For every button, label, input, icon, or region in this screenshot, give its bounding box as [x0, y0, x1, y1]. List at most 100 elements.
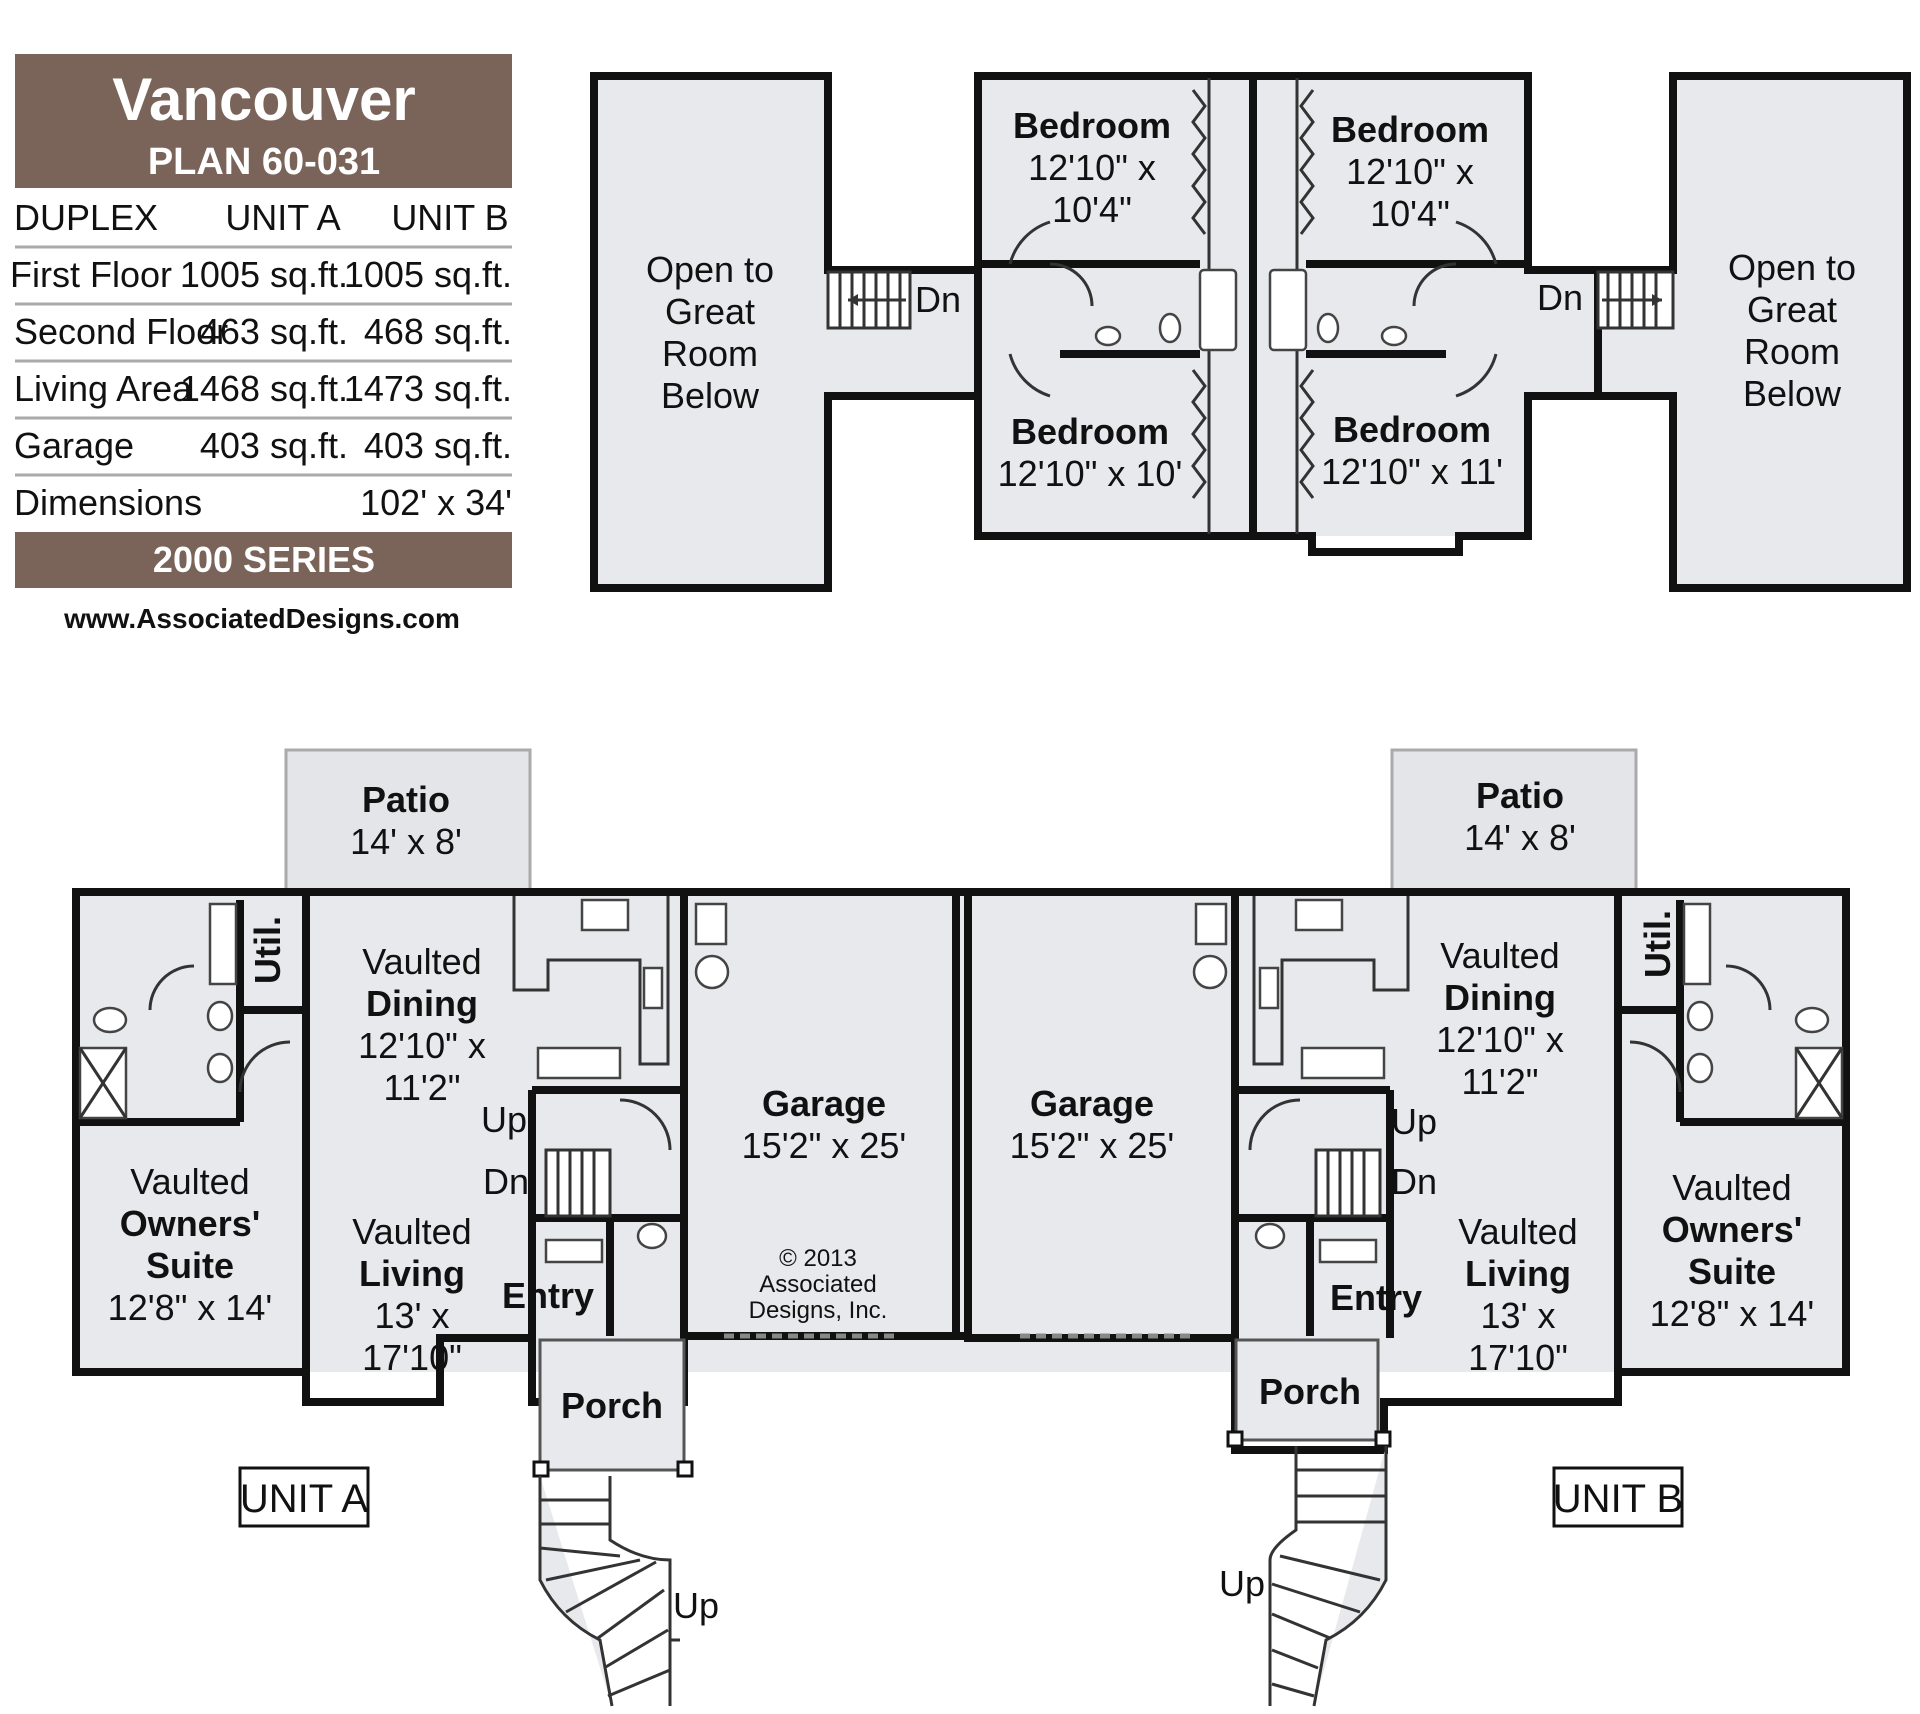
row-dimensions-b: 102' x 34'	[360, 482, 512, 523]
row-first-floor-a: 1005 sq.ft.	[180, 254, 348, 295]
plan-info-box: Vancouver PLAN 60-031 DUPLEX UNIT A UNIT…	[10, 54, 512, 634]
unit-b-label-box	[1552, 1466, 1684, 1528]
title-banner	[15, 54, 512, 188]
row-second-floor-b: 468 sq.ft.	[364, 311, 512, 352]
upper-floor-plan: Open to Great Room Below Open to Great R…	[590, 72, 1911, 592]
bedroom-top-right-name: Bedroom	[1331, 109, 1489, 150]
series-label: 2000 SERIES	[153, 539, 375, 580]
patio-a-dim: 14' x 8'	[350, 821, 462, 862]
upper-stair-down-left: Dn	[915, 279, 961, 320]
porch-a-area	[538, 1338, 686, 1472]
interior-stair-up-b: Up	[1391, 1101, 1437, 1142]
main-floor-plan: Patio 14' x 8' Patio 14' x 8' Util. Util…	[72, 748, 1850, 1707]
open-below-left-line3: Room	[662, 333, 758, 374]
unit-a-label-box	[238, 1466, 370, 1528]
living-b-line4: 17'10"	[1468, 1337, 1568, 1378]
plan-number: PLAN 60-031	[148, 141, 380, 183]
bedroom-top-left-dim1: 12'10" x	[1028, 147, 1156, 188]
dining-a-line1: Vaulted	[362, 941, 481, 982]
patio-b-dim: 14' x 8'	[1464, 817, 1576, 858]
living-b-line1: Vaulted	[1458, 1211, 1577, 1252]
copyright-line1: © 2013	[779, 1245, 857, 1272]
bedroom-top-right-dim2: 10'4"	[1370, 193, 1450, 234]
row-living-area-b: 1473 sq.ft.	[344, 368, 512, 409]
bedroom-top-right-dim1: 12'10" x	[1346, 151, 1474, 192]
entry-a-label: Entry	[502, 1275, 594, 1316]
copyright-line2: Associated	[759, 1271, 876, 1298]
garage-a-dim: 15'2" x 25'	[742, 1125, 907, 1166]
bedroom-bottom-right-dim: 12'10" x 11'	[1321, 451, 1503, 492]
bedroom-top-left-name: Bedroom	[1013, 105, 1171, 146]
entry-b-label: Entry	[1330, 1277, 1422, 1318]
row-dimensions-label: Dimensions	[14, 482, 202, 523]
open-below-right-line3: Room	[1744, 331, 1840, 372]
owners-suite-a-line4: 12'8" x 14'	[108, 1287, 273, 1328]
dining-a-line2: Dining	[366, 983, 478, 1024]
exterior-stair-b	[1268, 1446, 1388, 1707]
owners-suite-a-line3: Suite	[146, 1245, 234, 1286]
row-first-floor-b: 1005 sq.ft.	[344, 254, 512, 295]
living-a-line1: Vaulted	[352, 1211, 471, 1252]
owners-suite-b-line1: Vaulted	[1672, 1167, 1791, 1208]
interior-stair-up-a: Up	[481, 1099, 527, 1140]
open-below-right-line4: Below	[1743, 373, 1842, 414]
owners-suite-a-line1: Vaulted	[130, 1161, 249, 1202]
dining-a-line3: 12'10" x	[358, 1025, 486, 1066]
patio-a-name: Patio	[362, 779, 450, 820]
garage-b-dim: 15'2" x 25'	[1010, 1125, 1175, 1166]
upper-stair-down-right: Dn	[1537, 277, 1583, 318]
porch-b-area	[1234, 1338, 1380, 1442]
website-link[interactable]: www.AssociatedDesigns.com	[63, 603, 460, 634]
row-garage-a: 403 sq.ft.	[200, 425, 348, 466]
porch-a-label: Porch	[561, 1385, 663, 1426]
owners-suite-b-line2: Owners'	[1662, 1209, 1803, 1250]
bedroom-bottom-left-dim: 12'10" x 10'	[998, 453, 1183, 494]
unit-b-label: UNIT B	[1553, 1477, 1683, 1521]
row-living-area-a: 1468 sq.ft.	[180, 368, 348, 409]
dining-b-line1: Vaulted	[1440, 935, 1559, 976]
dining-b-line3: 12'10" x	[1436, 1019, 1564, 1060]
garage-a-name: Garage	[762, 1083, 886, 1124]
header-unit-b: UNIT B	[391, 197, 508, 238]
header-duplex: DUPLEX	[14, 197, 158, 238]
living-a-line3: 13' x	[375, 1295, 450, 1336]
bedroom-block-wall	[974, 72, 1602, 556]
living-b-line3: 13' x	[1481, 1295, 1556, 1336]
open-below-left-line4: Below	[661, 375, 760, 416]
unit-a-label: UNIT A	[240, 1477, 369, 1521]
row-second-floor-label: Second Floor	[14, 311, 228, 352]
utility-room-a: Util.	[247, 916, 288, 984]
plan-name: Vancouver	[112, 66, 416, 133]
row-living-area-label: Living Area	[14, 368, 193, 409]
bedroom-bottom-left-name: Bedroom	[1011, 411, 1169, 452]
exterior-stair-a	[538, 1476, 680, 1707]
exterior-stair-up-b: Up	[1219, 1563, 1265, 1604]
bedroom-top-left-dim2: 10'4"	[1052, 189, 1132, 230]
interior-stair-down-a: Dn	[483, 1161, 529, 1202]
row-first-floor-label: First Floor	[10, 254, 172, 295]
row-garage-b: 403 sq.ft.	[364, 425, 512, 466]
open-below-left-line1: Open to	[646, 249, 774, 290]
living-a-line4: 17'10"	[362, 1337, 462, 1378]
owners-suite-a-line2: Owners'	[120, 1203, 261, 1244]
row-garage-label: Garage	[14, 425, 134, 466]
owners-suite-b-line3: Suite	[1688, 1251, 1776, 1292]
owners-suite-b-line4: 12'8" x 14'	[1650, 1293, 1815, 1334]
header-unit-a: UNIT A	[225, 197, 340, 238]
copyright-line3: Designs, Inc.	[749, 1297, 888, 1324]
patio-b	[1390, 748, 1638, 892]
open-below-left-line2: Great	[665, 291, 755, 332]
exterior-stair-up-a: Up	[673, 1585, 719, 1626]
interior-stair-down-b: Dn	[1391, 1161, 1437, 1202]
porch-b-label: Porch	[1259, 1371, 1361, 1412]
patio-b-name: Patio	[1476, 775, 1564, 816]
open-below-right-line1: Open to	[1728, 247, 1856, 288]
patio-a	[284, 748, 532, 892]
dining-b-line2: Dining	[1444, 977, 1556, 1018]
living-a-line2: Living	[359, 1253, 465, 1294]
dining-a-line4: 11'2"	[383, 1067, 460, 1108]
utility-room-b: Util.	[1637, 910, 1678, 978]
dining-b-line4: 11'2"	[1461, 1061, 1538, 1102]
open-below-right-line2: Great	[1747, 289, 1837, 330]
